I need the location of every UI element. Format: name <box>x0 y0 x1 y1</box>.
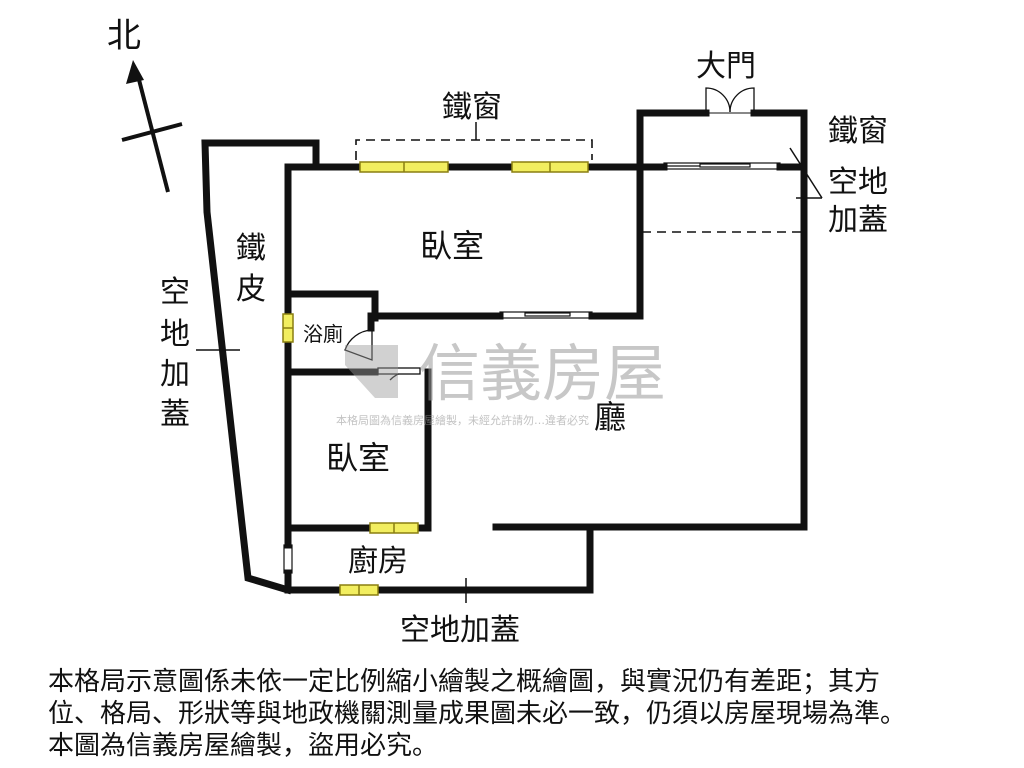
label-living-room: 廳 <box>594 398 626 436</box>
leader-lines <box>196 122 823 603</box>
label-addition-left-2: 地 <box>160 317 190 352</box>
label-iron-window-right: 鐵窗 <box>828 114 888 149</box>
label-main-door: 大門 <box>696 49 756 84</box>
compass-crossbar <box>121 122 183 142</box>
label-bedroom-top: 臥室 <box>420 227 484 265</box>
watermark: 信義房屋 本格局圖為信義房屋繪製，未經允許請勿…違者必究 <box>336 337 666 427</box>
compass-arrow-head <box>126 60 144 84</box>
main-door <box>705 87 755 114</box>
wall-bathroom-top <box>284 290 379 322</box>
wall-bottom <box>374 523 594 594</box>
dashed-boundaries <box>355 139 804 233</box>
wall-entrance <box>636 109 710 314</box>
disclaimer-line-3: 本圖為信義房屋繪製，盜用必究。 <box>48 731 439 761</box>
north-label: 北 <box>107 16 141 56</box>
label-iron-window-top: 鐵窗 <box>442 90 502 125</box>
disclaimer-line-1: 本格局示意圖係未依一定比例縮小繪製之概繪圖，與實況仍有差距；其方 <box>48 667 881 697</box>
label-addition-right-1: 空地 <box>828 165 888 200</box>
label-bedroom-bottom: 臥室 <box>326 439 390 477</box>
disclaimer: 本格局示意圖係未依一定比例縮小繪製之概繪圖，與實況仍有差距；其方 位、格局、形狀… <box>48 666 1008 762</box>
kitchen-side-door <box>283 544 293 574</box>
label-addition-right-2: 加蓋 <box>828 203 888 238</box>
north-compass: 北 <box>107 16 183 193</box>
watermark-brand: 信義房屋 <box>418 337 666 410</box>
bathroom-door <box>344 329 421 381</box>
label-iron-sheet-2: 皮 <box>236 272 266 307</box>
wall-right <box>492 109 808 531</box>
sliding-door-bedroom <box>499 311 593 319</box>
walls <box>201 109 808 595</box>
label-iron-sheet-1: 鐵 <box>236 231 266 266</box>
label-addition-left-1: 空 <box>160 275 190 310</box>
label-addition-left-4: 蓋 <box>160 397 190 432</box>
label-addition-bottom: 空地加蓋 <box>400 613 520 648</box>
label-addition-left-3: 加 <box>160 357 190 392</box>
windows <box>282 161 589 596</box>
room-labels: 大門 鐵窗 鐵窗 空地 加蓋 臥室 鐵 皮 空 地 加 蓋 浴廁 廳 臥室 廚房… <box>160 49 888 648</box>
wall-left-strip <box>201 139 320 595</box>
iron-window-boundary <box>355 139 593 160</box>
watermark-notice: 本格局圖為信義房屋繪製，未經允許請勿…違者必究 <box>336 413 589 427</box>
watermark-logo <box>345 345 398 398</box>
label-kitchen: 廚房 <box>348 544 408 579</box>
sliding-doors <box>283 162 781 574</box>
disclaimer-line-2: 位、格局、形狀等與地政機關測量成果圖未必一致，仍須以房屋現場為準。 <box>48 699 907 729</box>
label-bathroom: 浴廁 <box>303 322 343 346</box>
